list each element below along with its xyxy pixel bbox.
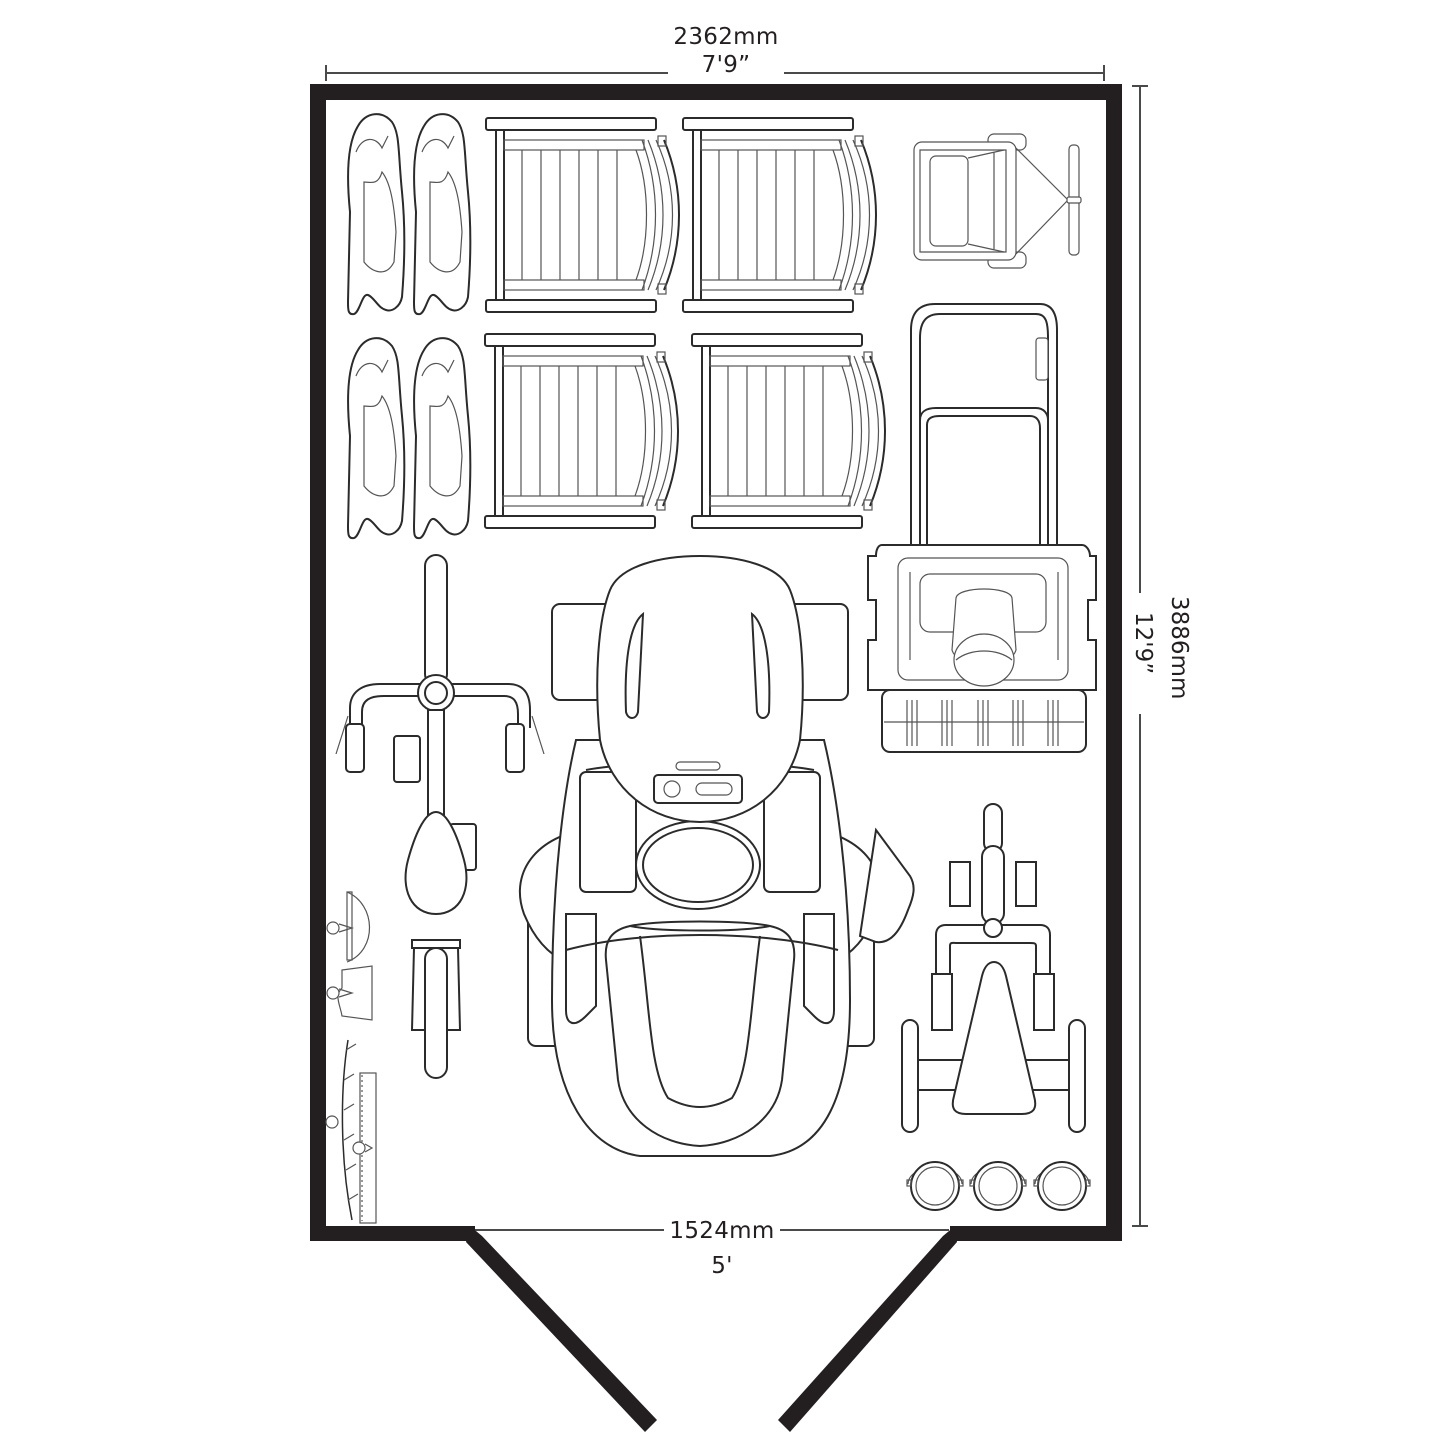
depth-metric-label: 3886mm — [1166, 596, 1192, 700]
width-imperial-label: 7'9” — [701, 52, 751, 78]
depth-imperial-label: 12'9” — [1130, 612, 1156, 675]
bicycle — [335, 554, 545, 1079]
folding-chairs — [347, 113, 472, 540]
wall-hung-tools — [325, 891, 377, 1224]
right-door — [778, 1226, 957, 1432]
width-dimension-line — [325, 65, 1105, 81]
buckets — [906, 1161, 1091, 1211]
lawn-mower — [867, 303, 1097, 753]
shed-walls — [310, 84, 1122, 1241]
tricycle — [901, 803, 1086, 1133]
ride-on-mower — [518, 554, 915, 1157]
deck-chairs — [484, 117, 886, 529]
left-door — [466, 1226, 657, 1432]
door-metric-label: 1524mm — [669, 1218, 775, 1244]
door-imperial-label: 5' — [711, 1253, 733, 1279]
depth-dimension-line — [1132, 85, 1148, 1227]
wheelbarrow — [913, 133, 1082, 269]
width-metric-label: 2362mm — [673, 24, 779, 50]
